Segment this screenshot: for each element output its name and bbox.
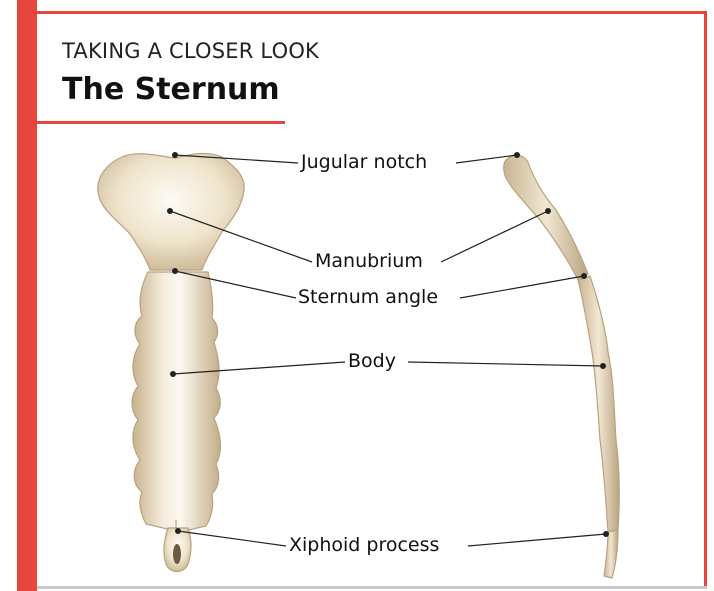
label-sternum-angle: Sternum angle [298, 286, 438, 308]
label-jugular-notch: Jugular notch [301, 151, 427, 173]
label-manubrium: Manubrium [315, 250, 423, 272]
side-xiphoid-shape [604, 530, 618, 578]
side-manubrium-shape [504, 155, 588, 280]
sternum-body-shape [132, 272, 220, 532]
label-xiphoid-process: Xiphoid process [289, 534, 439, 556]
side-body-shape [578, 276, 619, 532]
label-body: Body [348, 350, 396, 372]
